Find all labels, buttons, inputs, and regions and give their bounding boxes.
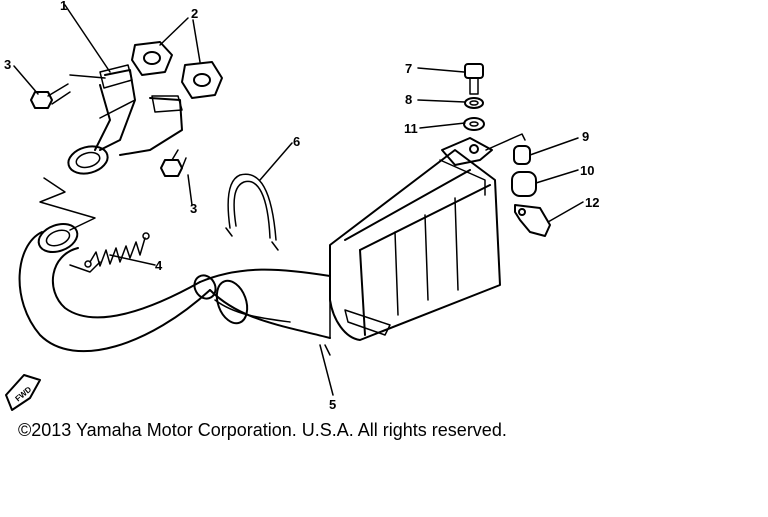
copyright-text: ©2013 Yamaha Motor Corporation. U.S.A. A… bbox=[18, 420, 507, 440]
washer-11 bbox=[463, 117, 485, 131]
callout-3a: 3 bbox=[4, 57, 11, 72]
leader-lines bbox=[13, 4, 584, 396]
callout-5: 5 bbox=[329, 397, 336, 412]
callout-8: 8 bbox=[405, 92, 412, 107]
callout-9: 9 bbox=[582, 129, 589, 144]
spring-6 bbox=[225, 173, 279, 251]
grommet-10 bbox=[511, 171, 537, 197]
bracket-12 bbox=[514, 204, 551, 237]
gaskets bbox=[131, 41, 223, 99]
callout-10: 10 bbox=[580, 163, 594, 178]
bolt-3a bbox=[30, 83, 71, 109]
fwd-arrow-icon bbox=[5, 374, 41, 411]
exhaust-pipe bbox=[18, 222, 331, 356]
bolt-7 bbox=[464, 63, 484, 95]
fwd-label: FWD bbox=[13, 385, 33, 404]
grommet-9 bbox=[513, 145, 531, 165]
callout-12: 12 bbox=[585, 195, 599, 210]
spring-4 bbox=[84, 232, 150, 268]
callout-6: 6 bbox=[293, 134, 300, 149]
callout-2: 2 bbox=[191, 6, 198, 21]
muffler bbox=[329, 137, 501, 341]
callout-7: 7 bbox=[405, 61, 412, 76]
bolt-3b bbox=[160, 149, 187, 177]
callout-4: 4 bbox=[155, 258, 163, 273]
callout-11: 11 bbox=[404, 121, 418, 136]
callout-3b: 3 bbox=[190, 201, 197, 216]
washer-8 bbox=[464, 97, 484, 109]
callout-1: 1 bbox=[60, 0, 67, 13]
